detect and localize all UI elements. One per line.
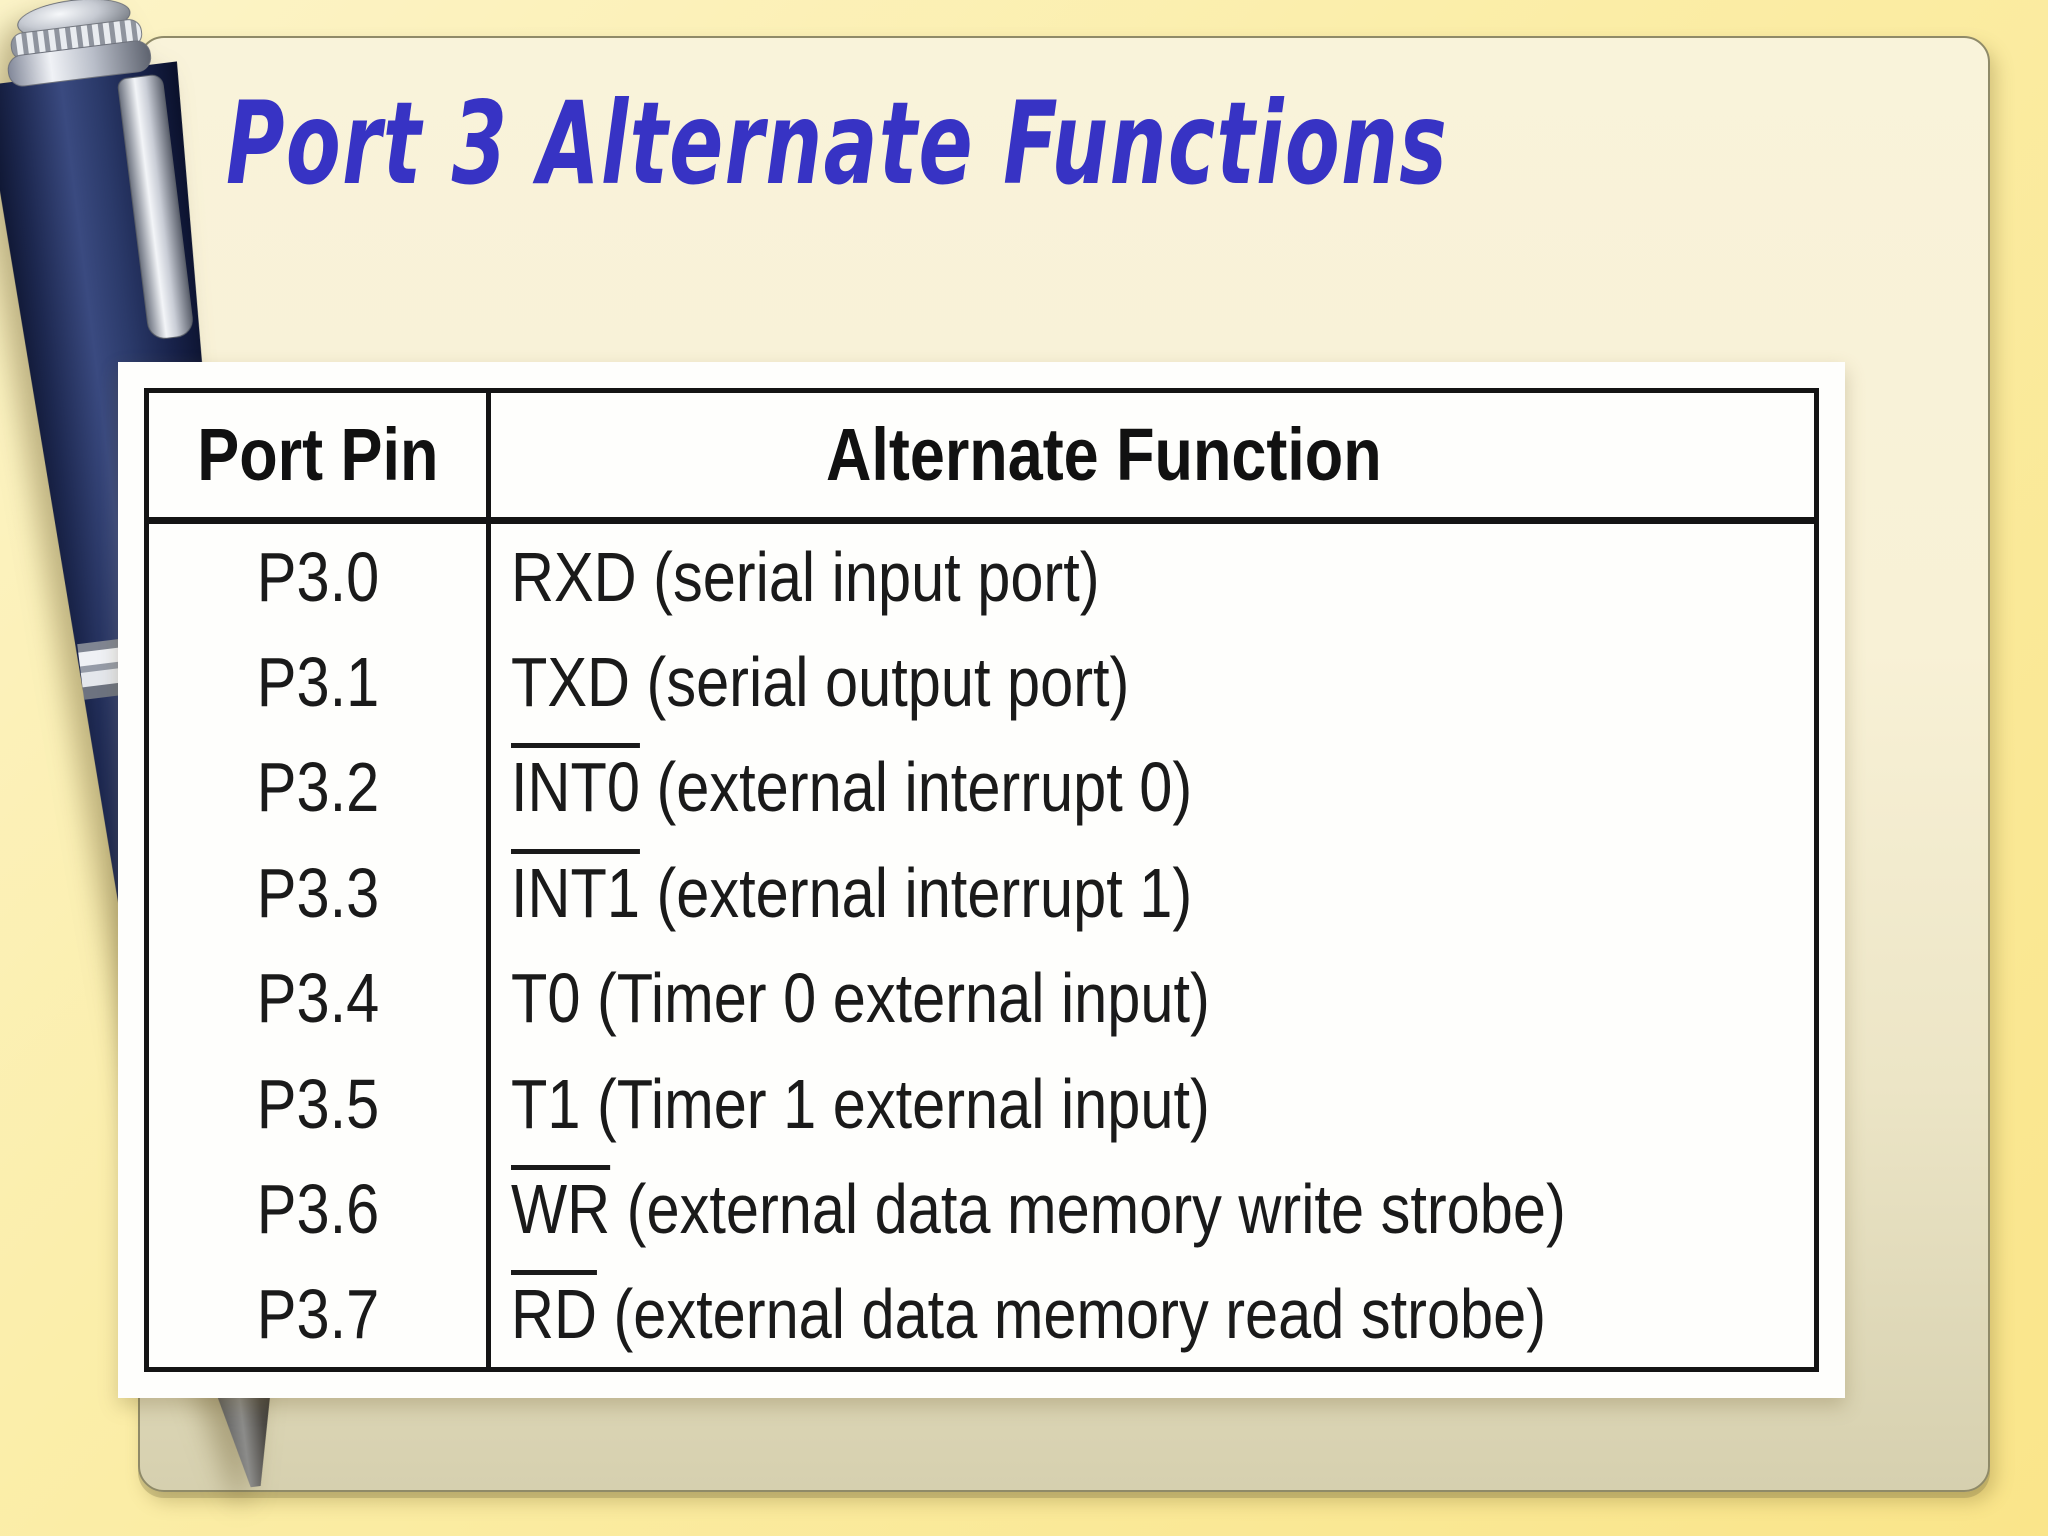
- table-row: P3.0 RXD (serial input port): [149, 524, 1814, 630]
- column-header-port-pin: Port Pin: [149, 393, 491, 517]
- column-header-port-pin-label: Port Pin: [196, 413, 439, 496]
- function-cell: INT0 (external interrupt 0): [511, 748, 1193, 827]
- table-row: P3.4 T0 (Timer 0 external input): [149, 945, 1814, 1051]
- function-cell: TXD (serial output port): [511, 643, 1130, 722]
- slide-title-text: Port 3 Alternate Functions: [226, 77, 1449, 210]
- pin-cell: P3.7: [149, 1261, 491, 1367]
- port-function-table: Port Pin Alternate Function P3.0 RXD (se…: [144, 388, 1819, 1372]
- table-row: P3.2 INT0 (external interrupt 0): [149, 734, 1814, 841]
- pin-cell: P3.4: [149, 945, 491, 1051]
- table-row: P3.1 TXD (serial output port): [149, 629, 1814, 735]
- function-cell: RXD (serial input port): [511, 537, 1100, 616]
- pin-cell: P3.6: [149, 1156, 491, 1262]
- pin-cell: P3.2: [149, 734, 491, 841]
- table-row: P3.5 T1 (Timer 1 external input): [149, 1050, 1814, 1157]
- table-row: P3.3 INT1 (external interrupt 1): [149, 840, 1814, 946]
- pin-cell: P3.1: [149, 629, 491, 735]
- table-panel: Port Pin Alternate Function P3.0 RXD (se…: [118, 362, 1845, 1398]
- slide-title: Port 3 Alternate Functions: [226, 78, 1972, 209]
- function-cell: T0 (Timer 0 external input): [511, 959, 1210, 1038]
- column-header-alternate-function-label: Alternate Function: [825, 413, 1382, 496]
- function-cell: T1 (Timer 1 external input): [511, 1064, 1210, 1143]
- column-header-alternate-function: Alternate Function: [491, 393, 1814, 517]
- pin-cell: P3.0: [149, 524, 491, 630]
- table-body: P3.0 RXD (serial input port) P3.1 TXD (s…: [149, 524, 1814, 1367]
- pin-cell: P3.5: [149, 1050, 491, 1157]
- function-cell: WR (external data memory write strobe): [511, 1169, 1566, 1248]
- pin-cell: P3.3: [149, 840, 491, 946]
- table-row: P3.7 RD (external data memory read strob…: [149, 1261, 1814, 1367]
- function-cell: RD (external data memory read strobe): [511, 1275, 1547, 1354]
- function-cell: INT1 (external interrupt 1): [511, 853, 1193, 932]
- table-row: P3.6 WR (external data memory write stro…: [149, 1156, 1814, 1262]
- table-header-row: Port Pin Alternate Function: [149, 393, 1814, 524]
